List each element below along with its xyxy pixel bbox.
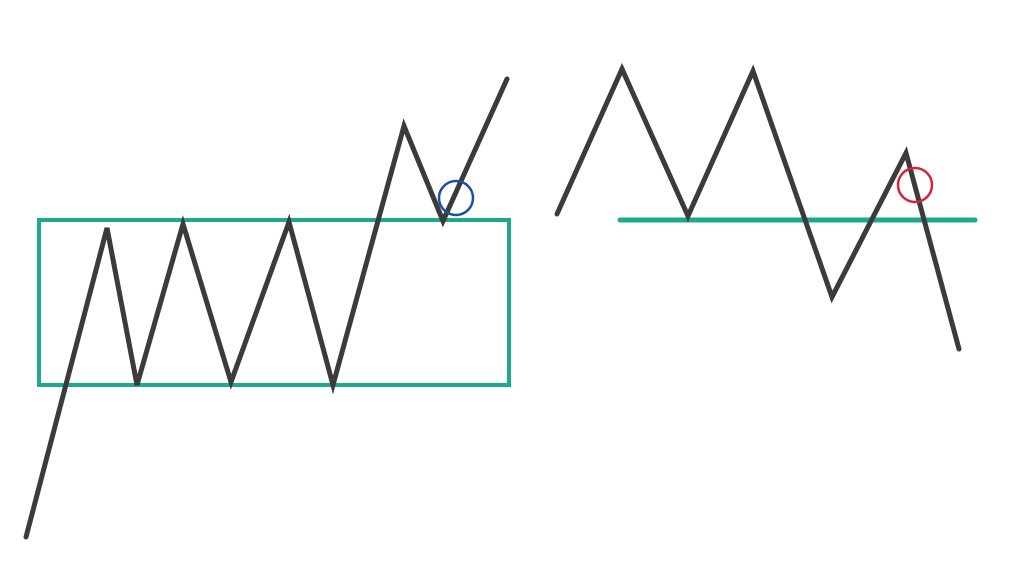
range-box xyxy=(37,218,511,387)
right-panel-support-breakdown xyxy=(554,62,978,352)
left-price-path xyxy=(23,76,510,540)
right-price-path xyxy=(554,62,962,352)
retest-circle-marker xyxy=(437,179,475,217)
left-panel-range-breakout xyxy=(23,76,511,540)
breakdown-circle-marker xyxy=(896,166,934,204)
